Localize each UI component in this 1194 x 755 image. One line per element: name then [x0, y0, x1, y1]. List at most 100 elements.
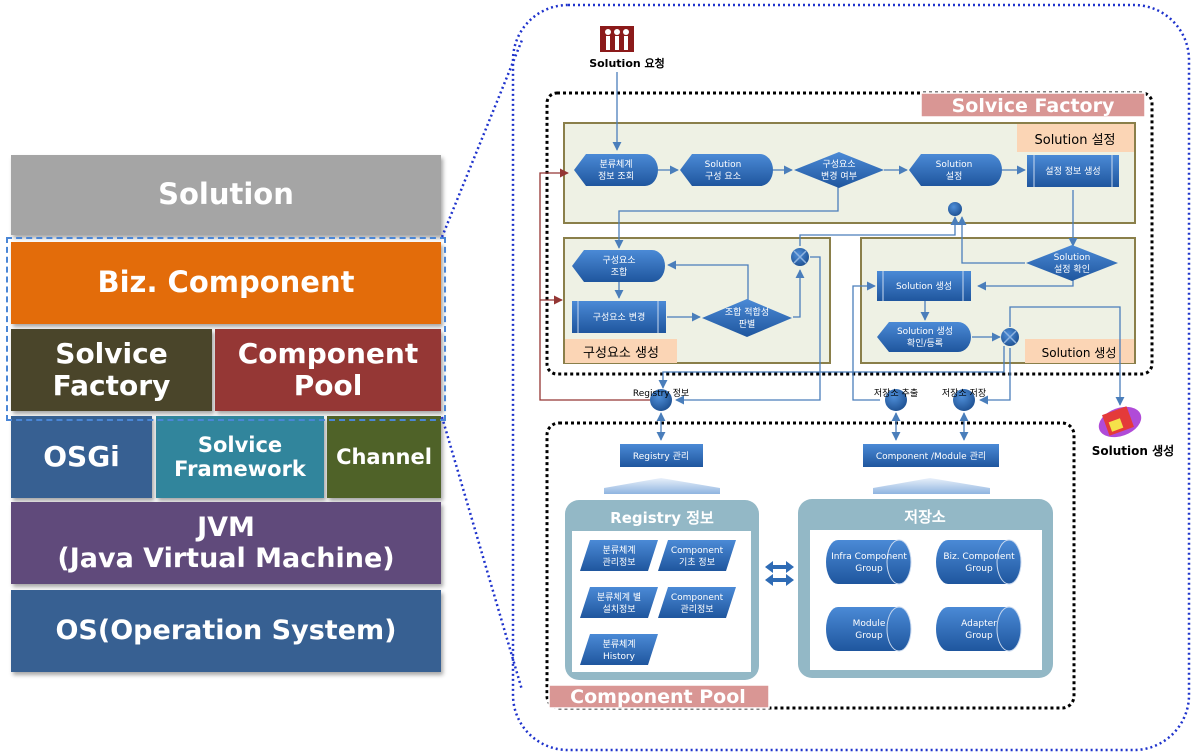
node-component-change: 구성요소 변경 — [572, 301, 666, 333]
flow-confirm-to-setup — [957, 216, 1025, 264]
layer-os: OS(Operation System) — [11, 590, 441, 672]
svg-text:Group: Group — [855, 631, 883, 641]
svg-text:변경 여부: 변경 여부 — [821, 170, 857, 182]
svg-text:분류체계: 분류체계 — [599, 158, 632, 170]
factory-title-tag — [920, 92, 1146, 118]
node-create-confirm: Solution 생성 확인/등록 — [877, 322, 971, 352]
factory-frame — [545, 91, 1154, 376]
layer-jvm: JVM (Java Virtual Machine) — [11, 502, 441, 584]
layer-solvice-factory: Solvice Factory — [11, 329, 212, 411]
svg-text:판별: 판별 — [739, 319, 756, 330]
svg-text:조합 적합성: 조합 적합성 — [725, 306, 769, 318]
svg-text:Biz. Component: Biz. Component — [943, 552, 1015, 562]
svg-text:Module: Module — [853, 619, 886, 629]
svg-text:Infra Component: Infra Component — [831, 552, 907, 562]
layer-framework-line2: Framework — [174, 457, 306, 481]
layer-channel: Channel — [327, 416, 441, 498]
svg-text:Component /Module 관리: Component /Module 관리 — [876, 451, 986, 462]
zoom-line-top — [440, 39, 524, 238]
svg-text:Registry 관리: Registry 관리 — [633, 451, 689, 462]
flow-x-to-output — [1009, 306, 1125, 406]
layer-solvice-framework: Solvice Framework — [156, 416, 324, 498]
layer-solvice-factory-line1: Solvice — [55, 336, 168, 370]
svg-text:Component: Component — [671, 593, 724, 603]
layer-osgi-label: OSGi — [43, 439, 120, 473]
flow-confirm-to-create — [977, 280, 1074, 291]
zoom-line-bottom — [440, 416, 524, 691]
merge-dot-setup — [948, 202, 962, 216]
svg-text:설치정보: 설치정보 — [602, 603, 635, 615]
flow-registry-red — [539, 168, 650, 401]
connector-repo-store: 저장소 저장 — [942, 388, 986, 411]
node-solution-setup: Solution 설정 — [909, 154, 1002, 186]
svg-text:Solution 생성: Solution 생성 — [896, 281, 952, 292]
layer-component-pool: Component Pool — [215, 329, 441, 411]
merge-x-create — [1001, 328, 1019, 346]
svg-text:Solution: Solution — [936, 160, 973, 170]
svg-text:Group: Group — [855, 564, 883, 574]
pool-frame — [545, 421, 1076, 710]
compose-tag — [565, 339, 677, 363]
node-combine-validity: 조합 적합성 판별 — [702, 299, 792, 337]
svg-text:Solution: Solution — [1054, 253, 1091, 263]
svg-text:Group: Group — [965, 564, 993, 574]
bidirectional-arrow-icon — [765, 561, 794, 586]
connector-registry-info: Registry 정보 — [633, 388, 689, 411]
svg-text:저장소 저장: 저장소 저장 — [942, 388, 986, 399]
layer-channel-label: Channel — [336, 444, 432, 469]
svg-text:조합: 조합 — [611, 267, 628, 278]
layer-component-pool-line2: Pool — [293, 369, 363, 402]
layer-framework-line1: Solvice — [197, 432, 283, 457]
layer-jvm-line1: JVM — [197, 511, 255, 543]
svg-text:Component: Component — [671, 546, 724, 556]
layer-os-label: OS(Operation System) — [55, 615, 397, 647]
layer-biz-component: Biz. Component — [11, 242, 441, 324]
svg-text:구성요소: 구성요소 — [822, 159, 855, 170]
svg-text:분류체계: 분류체계 — [602, 544, 635, 556]
setup-tag-label: Solution 설정 — [1034, 133, 1115, 148]
flow-x-to-setup — [799, 216, 960, 246]
create-tag — [1025, 339, 1134, 363]
svg-text:Group: Group — [965, 631, 993, 641]
layer-osgi: OSGi — [11, 416, 152, 498]
flow-x2-to-registry — [675, 256, 821, 405]
svg-text:Solution: Solution — [705, 160, 742, 170]
svg-text:History: History — [603, 652, 636, 662]
pool-title: Component Pool — [570, 686, 746, 708]
flow-x-to-store — [979, 348, 1011, 405]
svg-text:Solution 생성: Solution 생성 — [897, 326, 953, 337]
svg-text:설정 정보 생성: 설정 정보 생성 — [1045, 166, 1100, 177]
svg-text:관리정보: 관리정보 — [602, 557, 635, 568]
layer-solution: Solution — [11, 155, 441, 235]
node-component-combine: 구성요소 조합 — [572, 250, 665, 282]
svg-text:분류체계 별: 분류체계 별 — [597, 591, 641, 603]
floppy-disk-icon — [1098, 406, 1142, 438]
svg-text:설정: 설정 — [946, 171, 963, 182]
svg-text:관리정보: 관리정보 — [680, 604, 713, 615]
registry-mgmt-box: Registry 관리 — [620, 444, 703, 467]
node-taxonomy-lookup: 분류체계 정보 조회 — [574, 154, 658, 186]
users-icon — [600, 26, 634, 52]
component-chevron — [873, 478, 990, 494]
flow-extract-to-create — [852, 281, 880, 401]
pool-title-tag — [548, 684, 770, 709]
svg-text:Registry 정보: Registry 정보 — [633, 388, 689, 399]
layer-solvice-factory-line2: Factory — [52, 369, 171, 402]
node-setup-info-create: 설정 정보 생성 — [1027, 155, 1119, 187]
detail-frame — [511, 3, 1191, 752]
registry-box-title: Registry 정보 — [610, 509, 714, 527]
svg-text:구성요소 변경: 구성요소 변경 — [593, 311, 646, 323]
create-tag-label: Solution 생성 — [1042, 346, 1117, 360]
svg-text:구성요소: 구성요소 — [602, 255, 635, 266]
merge-x-compose — [791, 248, 809, 266]
svg-text:Adapter: Adapter — [961, 619, 997, 629]
svg-text:설정 확인: 설정 확인 — [1054, 263, 1090, 275]
svg-text:기초 정보: 기초 정보 — [679, 557, 715, 568]
